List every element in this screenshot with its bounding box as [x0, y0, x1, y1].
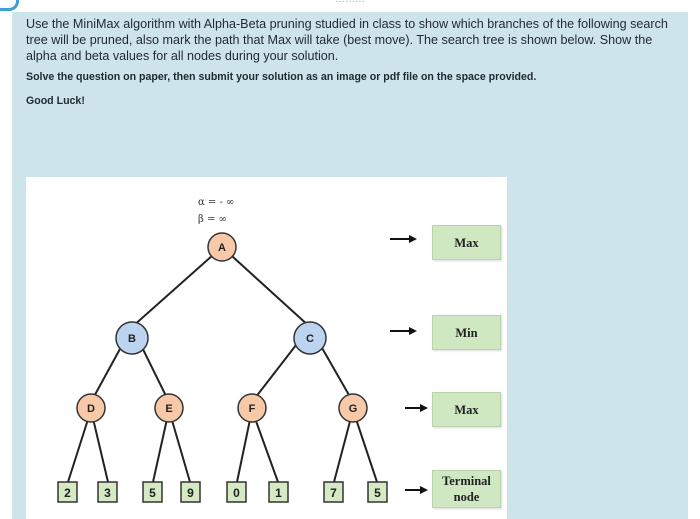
node-D: D — [76, 393, 106, 423]
leaf-6: 1 — [268, 481, 289, 503]
top-strip: ……… — [0, 0, 700, 14]
leaf-2: 3 — [97, 481, 118, 503]
level-arrows — [390, 235, 428, 494]
level-label-min: Min — [432, 315, 501, 350]
leaf-6-value: 1 — [275, 486, 282, 500]
leaf-1: 2 — [57, 481, 78, 503]
node-B-label: B — [128, 333, 136, 345]
leaf-3-value: 5 — [149, 486, 156, 500]
node-D-label: D — [87, 403, 95, 415]
node-E-label: E — [165, 403, 172, 415]
terminal-line-1: Terminal — [442, 474, 491, 488]
node-C: C — [293, 321, 327, 355]
search-tree-figure: α = - ∞ β = ∞ A B C D E — [26, 177, 507, 519]
leaf-8: 5 — [367, 481, 388, 503]
node-F: F — [237, 393, 267, 423]
level-label-terminal-text: Terminal node — [442, 473, 491, 505]
submit-note: Solve the question on paper, then submit… — [26, 71, 537, 83]
node-A: A — [207, 232, 237, 262]
node-A-label: A — [218, 242, 226, 254]
level-label-max-top-text: Max — [454, 235, 479, 250]
leaf-2-value: 3 — [104, 486, 111, 500]
level-label-max-bottom: Max — [432, 392, 501, 427]
beta-initial-text: β = ∞ — [198, 214, 227, 225]
leaf-7-value: 7 — [330, 486, 337, 500]
search-tree-svg: α = - ∞ β = ∞ A B C D E — [57, 197, 428, 503]
question-panel: Use the MiniMax algorithm with Alpha-Bet… — [12, 12, 688, 519]
level-label-terminal: Terminal node — [432, 470, 501, 508]
level-label-max-bottom-text: Max — [454, 402, 479, 417]
leaf-8-value: 5 — [374, 486, 381, 500]
node-F-label: F — [249, 403, 256, 415]
tree-edges — [67, 246, 378, 483]
leaf-4-value: 9 — [187, 486, 194, 500]
good-luck-text: Good Luck! — [26, 95, 85, 107]
level-label-max-top: Max — [432, 225, 501, 260]
leaf-1-value: 2 — [64, 486, 71, 500]
leaf-4: 9 — [180, 481, 201, 503]
leaf-5-value: 0 — [233, 486, 240, 500]
node-C-label: C — [306, 333, 314, 345]
corner-arc-mark — [0, 0, 19, 11]
node-E: E — [154, 393, 184, 423]
question-instructions: Use the MiniMax algorithm with Alpha-Bet… — [26, 17, 668, 63]
node-B: B — [115, 321, 149, 355]
level-label-min-text: Min — [455, 325, 478, 340]
node-G: G — [338, 393, 368, 423]
cropped-header-text: ……… — [335, 0, 365, 5]
leaf-7: 7 — [323, 481, 344, 503]
node-G-label: G — [349, 403, 358, 415]
terminal-line-2: node — [453, 490, 480, 504]
leaf-5: 0 — [226, 481, 247, 503]
alpha-initial-text: α = - ∞ — [198, 197, 234, 208]
leaf-3: 5 — [142, 481, 163, 503]
